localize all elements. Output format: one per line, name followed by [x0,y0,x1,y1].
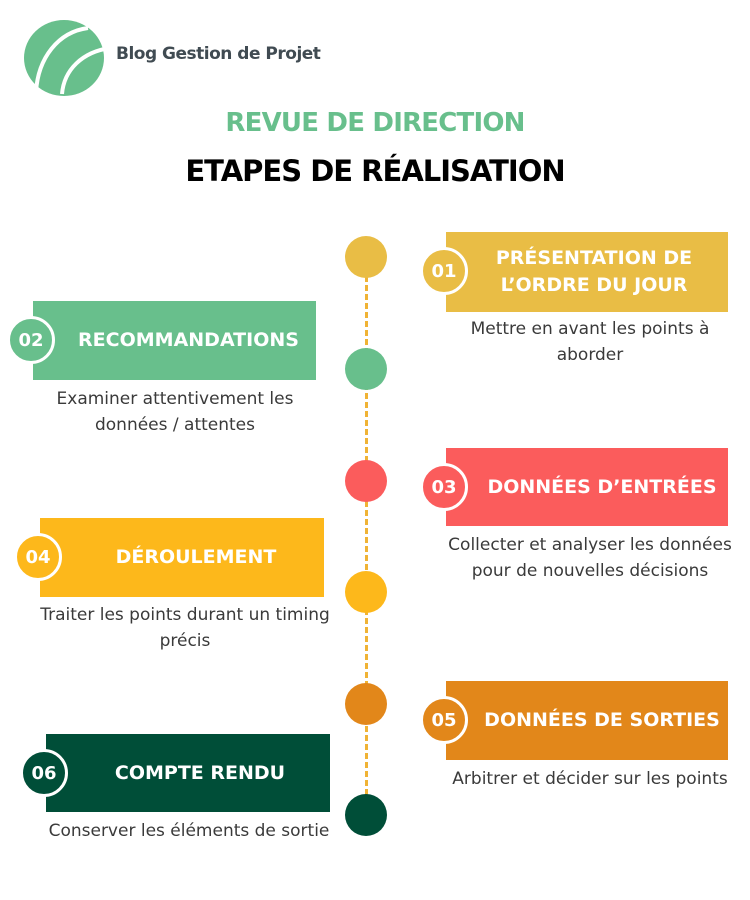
step-03-title: DONNÉES D’ENTRÉES [487,475,717,498]
step-02-description: Examiner attentivement les données / att… [56,389,294,436]
step-01-description: Mettre en avant les points à aborder [470,319,710,366]
step-05-title: DONNÉES DE SORTIES [484,709,720,732]
step-02-title-box: RECOMMANDATIONS [33,301,316,380]
blog-logo-icon [24,20,111,96]
timeline-dot-3 [345,460,387,502]
step-06-badge: 06 [20,749,68,797]
step-06-description: Conserver les éléments de sortie [48,821,330,841]
step-04-title-box: DÉROULEMENT [40,518,324,597]
timeline-dot-6 [345,794,387,836]
step-01-title-box: PRÉSENTATION DE L’ORDRE DU JOUR [446,232,728,312]
step-05-description: Arbitrer et décider sur les points [452,769,728,789]
timeline-dot-2 [345,348,387,390]
step-03-title-box: DONNÉES D’ENTRÉES [446,448,728,526]
step-03-description: Collecter et analyser les données pour d… [448,535,732,582]
step-01-title: PRÉSENTATION DE L’ORDRE DU JOUR [495,247,693,296]
page-subtitle: ETAPES DE RÉALISATION [185,154,565,188]
timeline-connector [365,258,368,813]
brand-name: Blog Gestion de Projet [116,44,321,64]
step-04-badge: 04 [14,533,62,581]
step-04-description: Traiter les points durant un timing préc… [40,605,330,652]
timeline-dot-1 [345,236,387,278]
timeline-dot-4 [345,571,387,613]
step-04-title: DÉROULEMENT [115,546,277,569]
step-06-title: COMPTE RENDU [114,761,286,784]
step-03-badge: 03 [420,463,468,511]
page-title: REVUE DE DIRECTION [225,108,525,138]
step-02-badge: 02 [7,316,55,364]
step-05-title-box: DONNÉES DE SORTIES [446,681,728,760]
step-05-badge: 05 [420,696,468,744]
step-02-title: RECOMMANDATIONS [78,329,299,352]
timeline-dot-5 [345,683,387,725]
step-01-badge: 01 [420,247,468,295]
step-06-title-box: COMPTE RENDU [46,734,330,812]
